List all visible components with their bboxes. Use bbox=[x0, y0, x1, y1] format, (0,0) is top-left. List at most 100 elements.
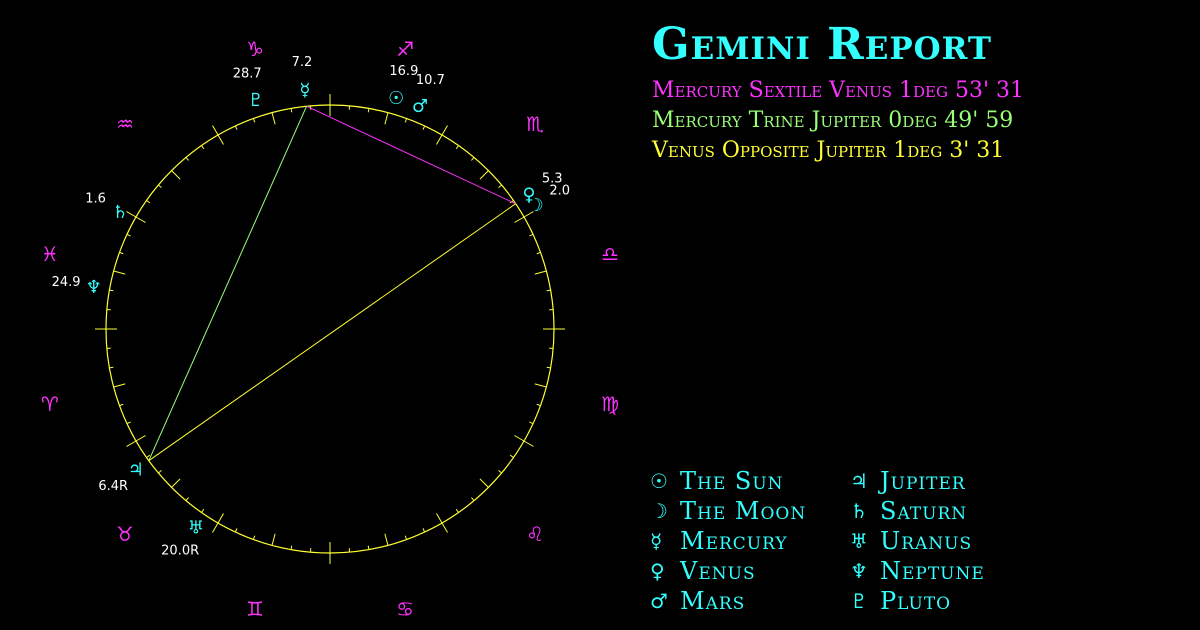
ring-tick bbox=[113, 270, 126, 275]
ring-tick bbox=[479, 170, 489, 180]
legend-item-pluto: ♇ Pluto bbox=[850, 586, 985, 616]
ring-tick bbox=[271, 112, 276, 125]
leo-sign-icon: ♌ bbox=[526, 522, 544, 546]
ring-tick bbox=[471, 157, 475, 161]
ring-tick bbox=[171, 478, 181, 488]
zodiac-ring bbox=[105, 104, 555, 554]
legend-column-2: ♃Jupiter ♄Saturn ♅Uranus ♆Neptune ♇Pluto bbox=[850, 466, 985, 616]
ring-tick bbox=[234, 528, 238, 533]
sun-icon: ☉ bbox=[388, 88, 404, 109]
uranus-icon: ♅ bbox=[850, 529, 868, 553]
ring-tick bbox=[534, 270, 547, 275]
ring-tick bbox=[252, 535, 256, 540]
aspect-line-venus-jupiter bbox=[148, 203, 516, 462]
jupiter-icon: ♃ bbox=[850, 469, 868, 493]
moon-icon: ☽ bbox=[650, 499, 668, 523]
ring-tick bbox=[234, 125, 238, 130]
legend-item-venus: ♀ Venus bbox=[650, 556, 806, 586]
legend-column-1: ☉The Sun ☽The Moon ☿Mercury ♀ Venus ♂ Mars bbox=[650, 466, 806, 616]
ring-tick bbox=[529, 233, 534, 237]
mars-icon: ♂ bbox=[650, 589, 668, 613]
pisces-sign-icon: ♓ bbox=[41, 242, 59, 266]
uranus-degree-label: 20.0R bbox=[161, 544, 199, 559]
moon-degree-label: 2.0 bbox=[549, 183, 570, 198]
legend-label: Mercury bbox=[680, 527, 788, 555]
legend-label: Venus bbox=[680, 557, 756, 585]
ring-tick bbox=[109, 366, 114, 369]
ring-tick bbox=[498, 184, 502, 188]
aspect-line-mercury-jupiter bbox=[148, 106, 308, 461]
legend-item-mercury: ☿Mercury bbox=[650, 526, 806, 556]
ring-tick bbox=[536, 403, 541, 407]
legend-item-sun: ☉The Sun bbox=[650, 466, 806, 496]
legend-label: Neptune bbox=[880, 557, 985, 585]
pluto-icon: ♇ bbox=[850, 589, 868, 613]
taurus-sign-icon: ♉ bbox=[116, 522, 134, 546]
ring-tick bbox=[422, 125, 426, 130]
aries-sign-icon: ♈ bbox=[41, 392, 59, 416]
venus-degree-label: 5.3 bbox=[542, 172, 563, 187]
ring-tick bbox=[113, 383, 126, 388]
ring-tick bbox=[404, 535, 408, 540]
ring-tick bbox=[367, 545, 370, 550]
sign-glyphs: ♈♉♊♋♌♍♎♏♐♑♒♓ bbox=[41, 37, 619, 621]
ring-tick bbox=[422, 528, 426, 533]
ring-tick bbox=[146, 200, 151, 204]
pluto-icon: ♇ bbox=[248, 90, 264, 111]
legend-label: Mars bbox=[680, 587, 746, 615]
scorpio-sign-icon: ♏ bbox=[526, 112, 544, 136]
aspect-item: Venus Opposite Jupiter 1deg 3' 31 bbox=[652, 138, 1005, 163]
aspect-item: Mercury Trine Jupiter 0deg 49' 59 bbox=[652, 108, 1014, 133]
aspect-list: Mercury Sextile Venus 1deg 53' 31 Mercur… bbox=[652, 76, 1024, 166]
mars-icon: ♂ bbox=[412, 96, 428, 117]
ring-tick bbox=[367, 108, 370, 113]
uranus-icon: ♅ bbox=[188, 517, 204, 538]
ring-tick bbox=[158, 470, 162, 474]
aspect-lines bbox=[148, 105, 516, 462]
saturn-degree-label: 1.6 bbox=[85, 192, 106, 207]
jupiter-icon: ♃ bbox=[128, 460, 144, 481]
ring-tick bbox=[158, 184, 162, 188]
ring-tick bbox=[529, 421, 534, 425]
neptune-icon: ♆ bbox=[850, 559, 868, 583]
legend-item-neptune: ♆ Neptune bbox=[850, 556, 985, 586]
ring-tick bbox=[290, 545, 293, 550]
mercury-icon: ☿ bbox=[299, 80, 310, 101]
legend-label: Pluto bbox=[880, 587, 952, 615]
neptune-icon: ♆ bbox=[86, 277, 102, 298]
legend-label: Jupiter bbox=[880, 467, 966, 495]
ring-tick bbox=[252, 118, 256, 123]
saturn-icon: ♄ bbox=[112, 202, 128, 223]
ring-tick bbox=[536, 251, 541, 255]
capricorn-sign-icon: ♑ bbox=[246, 37, 264, 61]
ring-ticks bbox=[95, 94, 565, 564]
gemini-sign-icon: ♊ bbox=[246, 597, 264, 621]
ring-tick bbox=[126, 233, 131, 237]
ring-tick bbox=[146, 454, 151, 458]
ring-tick bbox=[201, 508, 205, 513]
ring-tick bbox=[546, 366, 551, 369]
page-title: Gemini Report bbox=[652, 19, 992, 70]
aquarius-sign-icon: ♒ bbox=[116, 112, 134, 136]
legend-label: Saturn bbox=[880, 497, 968, 525]
aspect-line-mercury-venus bbox=[306, 105, 516, 205]
ring-tick bbox=[404, 118, 408, 123]
ring-tick bbox=[534, 383, 547, 388]
ring-tick bbox=[546, 289, 551, 292]
legend-item-mars: ♂ Mars bbox=[650, 586, 806, 616]
venus-icon: ♀ bbox=[650, 559, 665, 583]
ring-tick bbox=[171, 170, 181, 180]
sun-degree-label: 16.9 bbox=[389, 64, 418, 79]
ring-tick bbox=[471, 497, 475, 501]
legend-item-uranus: ♅Uranus bbox=[850, 526, 985, 556]
mercury-degree-label: 7.2 bbox=[292, 55, 313, 70]
libra-sign-icon: ♎ bbox=[601, 242, 619, 266]
ring-tick bbox=[498, 470, 502, 474]
ring-tick bbox=[290, 108, 293, 113]
ring-tick bbox=[185, 157, 189, 161]
legend-item-moon: ☽The Moon bbox=[650, 496, 806, 526]
ring-tick bbox=[109, 289, 114, 292]
ring-tick bbox=[126, 421, 131, 425]
legend-item-jupiter: ♃ Jupiter bbox=[850, 466, 985, 496]
ring-tick bbox=[509, 454, 514, 458]
